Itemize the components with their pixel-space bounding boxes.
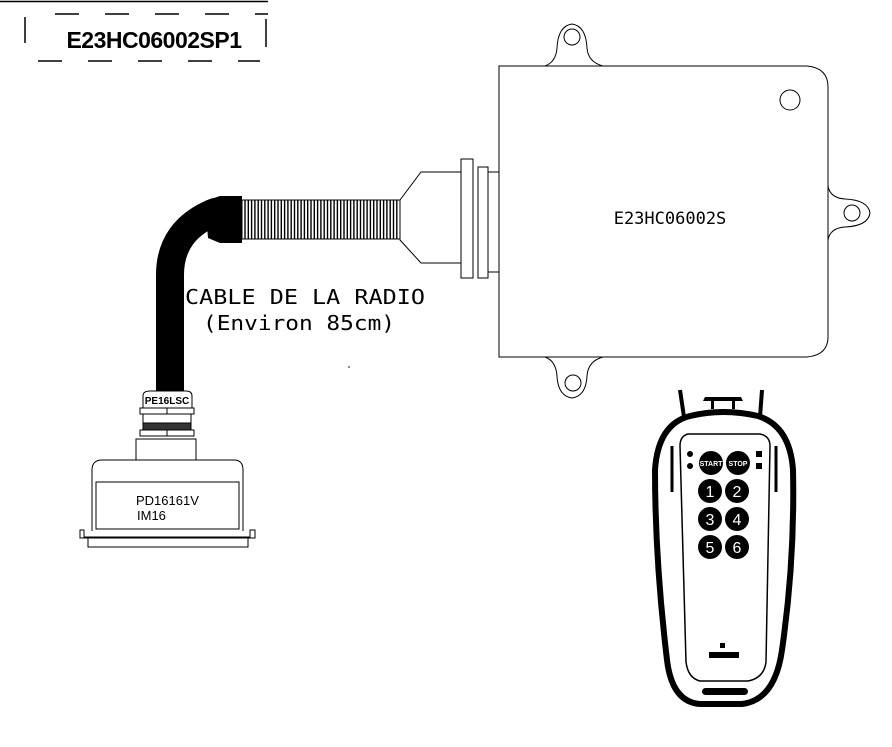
button-3-label: 3 [706, 512, 715, 529]
cable-label-line2: (Environ 85cm) [203, 311, 395, 335]
indicator-right-top [756, 451, 762, 457]
mount-tab-bottom [544, 356, 604, 399]
gland-label: PE16LSC [145, 396, 189, 407]
mount-hole-right [843, 204, 861, 222]
plug-label-line1: PD16161V [136, 493, 199, 508]
mount-tab-top [544, 23, 604, 67]
clip-leg-left [711, 401, 714, 409]
mount-hole-top [563, 28, 581, 46]
plug-connector [79, 459, 256, 548]
button-1[interactable]: 1 [698, 479, 722, 503]
connector-nut [487, 171, 500, 273]
button-4[interactable]: 4 [725, 507, 749, 531]
connector-flange-2 [477, 166, 489, 279]
radio-cable [156, 196, 242, 406]
gland-neck [142, 413, 192, 424]
connector-flange-1 [460, 158, 474, 279]
button-5-shape[interactable] [698, 535, 722, 559]
start-button-shape[interactable] [699, 451, 723, 475]
button-3[interactable]: 3 [698, 507, 722, 531]
button-4-shape[interactable] [725, 507, 749, 531]
button-2-label: 2 [733, 484, 742, 501]
gland-base [135, 438, 197, 461]
plug-base [87, 537, 249, 548]
cable-label-line1: CABLE DE LA RADIO [185, 285, 425, 309]
connector-bell [399, 171, 462, 264]
button-1-label: 1 [706, 484, 715, 501]
logo-icon [720, 643, 725, 648]
start-button-label: START [700, 461, 724, 468]
clip-leg-right [732, 401, 735, 409]
title-block: E23HC06002SP1 [0, 0, 268, 62]
panel-connector [399, 158, 500, 279]
plug-label-plate [95, 481, 240, 530]
receiver-body [498, 65, 829, 358]
brand-logo [709, 652, 739, 658]
button-6-shape[interactable] [725, 535, 749, 559]
cable-gland [135, 390, 197, 461]
button-2-shape[interactable] [725, 479, 749, 503]
strap-right [758, 389, 764, 418]
corner-hole [779, 89, 801, 111]
cable-body [156, 198, 229, 406]
button-1-shape[interactable] [698, 479, 722, 503]
cable-boot [205, 196, 242, 243]
button-6[interactable]: 6 [725, 535, 749, 559]
button-2[interactable]: 2 [725, 479, 749, 503]
indicator-left-top [687, 451, 693, 457]
button-5-label: 5 [706, 540, 715, 557]
mount-hole-bottom [564, 374, 582, 392]
indicator-right-bottom [756, 463, 762, 469]
corrugated-hose [241, 199, 401, 240]
remote-control: START STOP 1 2 3 4 5 6 [651, 389, 797, 707]
part-number: E23HC06002SP1 [66, 27, 242, 53]
top-clip [703, 397, 743, 401]
stop-button-shape[interactable] [726, 451, 750, 475]
plug-label-line2: IM16 [137, 508, 166, 523]
start-button[interactable]: START [699, 451, 723, 475]
gland-cap [142, 390, 193, 409]
button-3-shape[interactable] [698, 507, 722, 531]
button-6-label: 6 [733, 540, 742, 557]
button-5[interactable]: 5 [698, 535, 722, 559]
receiver-box [498, 23, 871, 399]
bottom-slot [702, 688, 748, 695]
gland-thread [142, 422, 192, 431]
strap-left [678, 389, 686, 418]
stray-dot [348, 366, 350, 368]
stop-button-label: STOP [729, 461, 748, 468]
indicator-left-bottom [687, 463, 693, 469]
stop-button[interactable]: STOP [726, 451, 750, 475]
plug-flange [79, 529, 256, 539]
receiver-label: E23HC06002S [614, 209, 727, 229]
mount-tab-right [827, 185, 871, 241]
button-4-label: 4 [733, 512, 742, 529]
